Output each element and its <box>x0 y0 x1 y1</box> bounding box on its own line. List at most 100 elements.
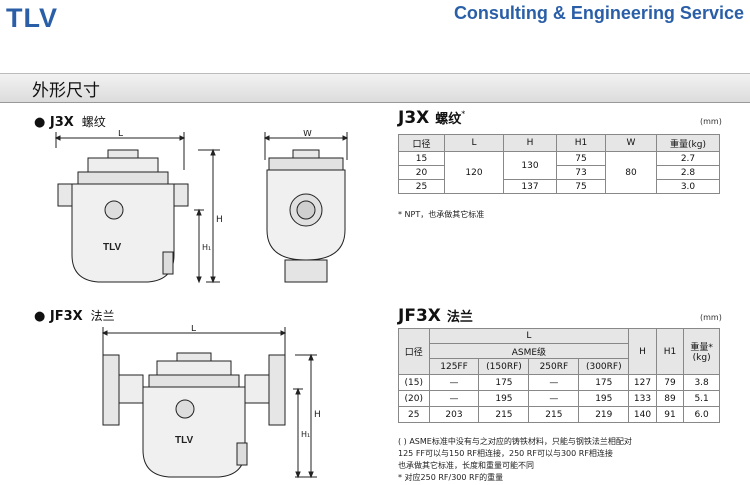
cell-H: 140 <box>628 406 657 423</box>
col-250rf: 250RF <box>528 358 580 375</box>
jf3x-front-view-drawing: L H H₁ TLV <box>101 325 321 479</box>
cell-125ff: — <box>428 390 480 407</box>
cell-300rf: 195 <box>578 390 630 407</box>
col-L-group: L <box>428 328 630 344</box>
j3x-note: * NPT，也承做其它标准 <box>398 210 485 219</box>
model-kind-j3x: 螺纹 <box>81 115 106 129</box>
jf3x-spec-table: 口径 L H H1 重量* (kg) ASME级 125FF (150RF) 2… <box>398 328 720 423</box>
cell-250rf: 215 <box>528 406 580 423</box>
model-name-jf3x: ● JF3X <box>34 309 83 324</box>
cell-size: 25 <box>398 406 430 423</box>
body-mark-text-jf3x: TLV <box>175 435 193 446</box>
col-weight: 重量(kg) <box>656 134 720 152</box>
col-size: 口径 <box>398 134 445 152</box>
model-label-j3x: ● J3X 螺纹 <box>34 113 106 130</box>
table-header-row: 125FF (150RF) 250RF (300RF) <box>399 358 720 375</box>
cell-size: 25 <box>398 179 445 194</box>
j3x-front-view-drawing: L H H₁ TLV <box>54 130 223 284</box>
col-150rf: (150RF) <box>478 358 530 375</box>
header-service-title: Consulting & Engineering Service <box>453 3 744 23</box>
dim-L-jf3x: L <box>191 325 196 334</box>
j3x-unit: (mm) <box>700 117 722 126</box>
j3x-kind: 螺纹 <box>435 112 462 127</box>
cell-weight: 5.1 <box>683 390 720 407</box>
cell-W: 80 <box>605 151 657 194</box>
jf3x-note-2: 125 FF可以与150 RF相连接，250 RF可以与300 RF相连接 <box>398 449 613 458</box>
dim-H: H <box>216 215 223 225</box>
dim-H1: H₁ <box>202 243 211 252</box>
cell-H1: 91 <box>655 406 685 423</box>
jf3x-kind: 法兰 <box>446 310 473 325</box>
cell-H1: 79 <box>655 374 685 391</box>
cell-150rf: 175 <box>478 374 530 391</box>
cell-H1: 75 <box>556 151 606 166</box>
col-asme-group: ASME级 <box>428 343 630 359</box>
cell-H: 133 <box>628 390 657 407</box>
cell-H: 130 <box>503 151 557 180</box>
cell-size: (20) <box>398 390 430 407</box>
cell-250rf: — <box>528 374 580 391</box>
col-size: 口径 <box>398 328 430 375</box>
table-row: (20) — 195 — 195 133 89 5.1 <box>398 390 720 407</box>
table-header-row: 口径 L H H1 重量* (kg) <box>398 328 720 375</box>
cell-150rf: 215 <box>478 406 530 423</box>
body-mark-text: TLV <box>103 242 121 253</box>
jf3x-unit: (mm) <box>700 313 722 322</box>
cell-300rf: 175 <box>578 374 630 391</box>
cell-weight: 2.7 <box>656 151 720 166</box>
col-125ff: 125FF <box>428 358 480 375</box>
col-W: W <box>605 134 657 152</box>
table-row: 15 120 130 75 80 2.7 <box>398 151 720 194</box>
model-kind-jf3x: 法兰 <box>90 309 115 323</box>
cell-weight: 2.8 <box>656 165 720 180</box>
cell-300rf: 219 <box>578 406 630 423</box>
j3x-title: J3X <box>398 108 430 128</box>
cell-size: 15 <box>398 151 445 166</box>
jf3x-note-3: 也承做其它标准，长度和重量可能不同 <box>398 461 534 470</box>
cell-size: (15) <box>398 374 430 391</box>
dim-H1-jf3x: H₁ <box>301 430 310 439</box>
jf3x-table-title: JF3X 法兰 <box>398 306 473 326</box>
cell-H1: 89 <box>655 390 685 407</box>
dim-L: L <box>118 130 123 139</box>
cell-H: 127 <box>628 374 657 391</box>
col-H: H <box>503 134 557 152</box>
col-H1: H1 <box>556 134 606 152</box>
section-title: 外形尺寸 <box>32 81 100 101</box>
cell-125ff: — <box>428 374 480 391</box>
cell-weight: 6.0 <box>683 406 720 423</box>
table-header-row: 口径 L H H1 W 重量(kg) <box>398 134 720 152</box>
jf3x-title: JF3X <box>398 306 441 326</box>
cell-weight: 3.0 <box>656 179 720 194</box>
j3x-table-title: J3X 螺纹* <box>398 108 465 128</box>
j3x-side-view-drawing: W <box>263 130 349 283</box>
model-label-jf3x: ● JF3X 法兰 <box>34 307 115 324</box>
col-L: L <box>444 134 504 152</box>
tlv-logo: TLV <box>6 3 58 33</box>
cell-size: 20 <box>398 165 445 180</box>
cell-L: 120 <box>444 151 504 194</box>
jf3x-note-1: ( ) ASME标准中没有与之对应的铸铁材料，只能与钢铁法兰相配对 <box>398 437 632 446</box>
col-H: H <box>628 328 657 375</box>
col-weight-label: 重量* <box>690 343 713 353</box>
cell-H1: 73 <box>556 165 606 180</box>
col-weight: 重量* (kg) <box>683 328 720 375</box>
dim-H-jf3x: H <box>314 410 321 420</box>
cell-H: 137 <box>503 179 557 194</box>
col-weight-unit: (kg) <box>692 353 711 363</box>
table-row: 25 203 215 215 219 140 91 6.0 <box>398 406 720 423</box>
j3x-mark: * <box>461 109 466 119</box>
cell-125ff: 203 <box>428 406 480 423</box>
jf3x-note-4: * 对应250 RF/300 RF的重量 <box>398 473 504 482</box>
dim-W: W <box>303 130 312 139</box>
cell-H1: 75 <box>556 179 606 194</box>
col-H1: H1 <box>655 328 685 375</box>
cell-250rf: — <box>528 390 580 407</box>
table-row: 25 137 75 3.0 <box>398 179 720 194</box>
table-row: (15) — 175 — 175 127 79 3.8 <box>398 374 720 391</box>
cell-150rf: 195 <box>478 390 530 407</box>
model-name-j3x: ● J3X <box>34 115 74 130</box>
section-bar <box>0 73 750 103</box>
j3x-spec-table: 口径 L H H1 W 重量(kg) 15 120 130 75 80 2.7 … <box>398 134 720 194</box>
cell-weight: 3.8 <box>683 374 720 391</box>
